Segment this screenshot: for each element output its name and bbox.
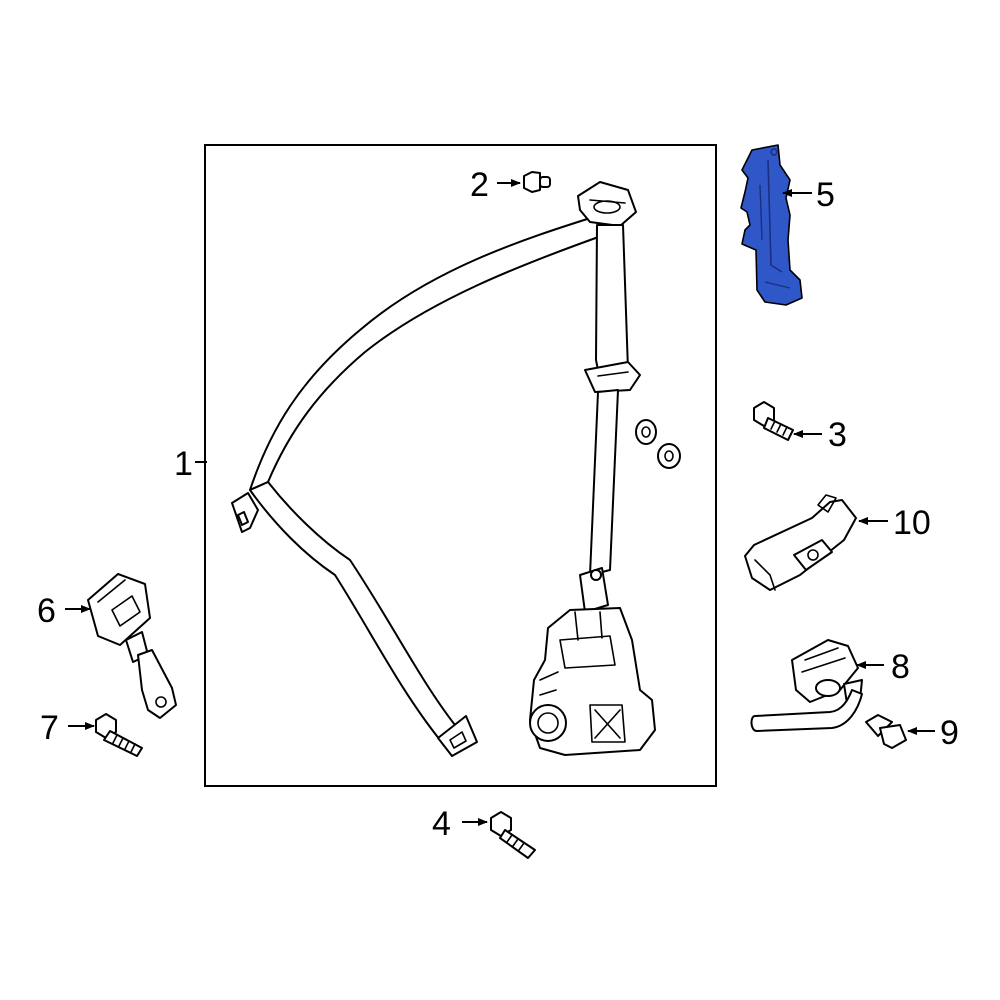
bolt[interactable] xyxy=(490,811,536,859)
guide[interactable] xyxy=(744,494,857,591)
callout-9: 9 xyxy=(940,714,959,752)
callout-10: 10 xyxy=(893,504,931,542)
bolt[interactable] xyxy=(753,401,794,441)
bolt[interactable] xyxy=(865,714,907,749)
callout-5: 5 xyxy=(816,176,835,214)
callout-2: 2 xyxy=(470,166,489,204)
callout-4: 4 xyxy=(432,805,451,843)
assembly-frame xyxy=(204,144,717,787)
callout-6: 6 xyxy=(37,592,56,630)
callout-8: 8 xyxy=(891,648,910,686)
callout-3: 3 xyxy=(828,416,847,454)
seat-belt-assembly[interactable] xyxy=(231,181,681,757)
callout-7: 7 xyxy=(40,709,59,747)
height-adjuster[interactable] xyxy=(740,144,803,306)
buckle[interactable] xyxy=(87,573,177,719)
pretensioner[interactable] xyxy=(750,639,863,732)
callout-leaders xyxy=(65,179,935,826)
pin[interactable] xyxy=(523,171,551,193)
callout-labels: 1 2 3 4 5 6 7 8 9 10 xyxy=(37,166,959,843)
bolt[interactable] xyxy=(95,713,143,757)
callout-1: 1 xyxy=(174,445,193,483)
